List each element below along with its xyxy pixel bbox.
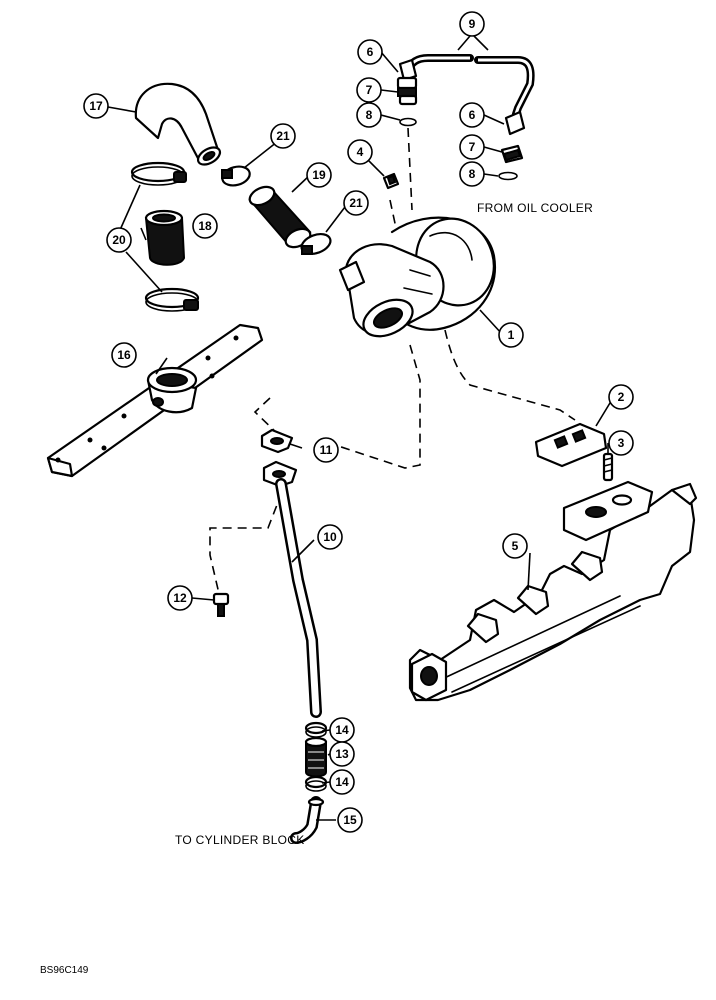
svg-text:14: 14 [335, 775, 349, 789]
svg-text:7: 7 [469, 140, 476, 154]
svg-text:16: 16 [117, 348, 131, 362]
elbow-hose-part [134, 82, 222, 166]
svg-text:5: 5 [512, 539, 519, 553]
exhaust-manifold-part [408, 480, 698, 702]
callout-9: 9 [459, 11, 485, 37]
callout-16: 16 [111, 342, 137, 368]
callout-6-upper: 6 [357, 39, 383, 65]
callout-11: 11 [313, 437, 339, 463]
callout-7-lower: 7 [459, 134, 485, 160]
hose-clamp-14-lower [304, 775, 328, 792]
svg-text:21: 21 [349, 196, 363, 210]
svg-text:14: 14 [335, 723, 349, 737]
callout-7-upper: 7 [356, 77, 382, 103]
clamp-upper-21 [221, 165, 251, 187]
svg-text:6: 6 [469, 108, 476, 122]
svg-text:13: 13 [335, 747, 349, 761]
callout-15: 15 [337, 807, 363, 833]
callout-14-upper: 14 [329, 717, 355, 743]
svg-text:9: 9 [469, 17, 476, 31]
svg-text:10: 10 [323, 530, 337, 544]
figure-code: BS96C149 [40, 965, 89, 976]
svg-text:1: 1 [508, 328, 515, 342]
stud-part [602, 452, 614, 482]
upper-banjo-fitting [396, 58, 418, 127]
callout-14-lower: 14 [329, 769, 355, 795]
callout-13: 13 [329, 741, 355, 767]
svg-text:4: 4 [357, 145, 364, 159]
svg-text:8: 8 [469, 167, 476, 181]
connecting-sleeve-part [248, 185, 312, 249]
lower-banjo-fitting [498, 110, 526, 181]
callout-18: 18 [192, 213, 218, 239]
svg-text:19: 19 [312, 168, 326, 182]
svg-text:6: 6 [367, 45, 374, 59]
to-cylinder-block-label: TO CYLINDER BLOCK [175, 833, 305, 847]
callout-21-lower: 21 [343, 190, 369, 216]
bolt-part [212, 592, 230, 617]
turbocharger-part [338, 216, 497, 338]
svg-text:3: 3 [618, 436, 625, 450]
hose-clamp-upper [130, 161, 187, 186]
svg-text:18: 18 [198, 219, 212, 233]
svg-text:7: 7 [366, 83, 373, 97]
small-fitting-part [382, 172, 400, 190]
callout-20: 20 [106, 227, 132, 253]
oil-return-tube-part [262, 460, 322, 718]
callout-3: 3 [608, 430, 634, 456]
callout-12: 12 [167, 585, 193, 611]
clamp-lower-21 [300, 233, 332, 255]
callout-4: 4 [347, 139, 373, 165]
svg-text:17: 17 [89, 99, 103, 113]
callout-5: 5 [502, 533, 528, 559]
callout-19: 19 [306, 162, 332, 188]
elbow-tube-part [290, 796, 325, 844]
hose-clamp-14-upper [304, 721, 328, 738]
callout-21-upper: 21 [270, 123, 296, 149]
callout-8-upper: 8 [356, 102, 382, 128]
callout-8-lower: 8 [459, 161, 485, 187]
exhaust-gasket-part [534, 422, 608, 468]
callout-17: 17 [83, 93, 109, 119]
svg-text:20: 20 [112, 233, 126, 247]
svg-text:21: 21 [276, 129, 290, 143]
svg-text:12: 12 [173, 591, 187, 605]
callout-2: 2 [608, 384, 634, 410]
callout-10: 10 [317, 524, 343, 550]
intake-cover-part [46, 323, 264, 478]
short-hose-13 [304, 736, 328, 778]
hose-clamp-lower [144, 287, 200, 312]
svg-text:15: 15 [343, 813, 357, 827]
svg-text:11: 11 [320, 443, 333, 457]
callout-6-lower: 6 [459, 102, 485, 128]
svg-text:8: 8 [366, 108, 373, 122]
gasket-part [260, 428, 294, 454]
svg-text:2: 2 [618, 390, 625, 404]
hose-sleeve-part [144, 209, 186, 266]
callout-1: 1 [498, 322, 524, 348]
from-oil-cooler-label: FROM OIL COOLER [477, 201, 593, 215]
assembly-dashed-lines [209, 127, 576, 599]
